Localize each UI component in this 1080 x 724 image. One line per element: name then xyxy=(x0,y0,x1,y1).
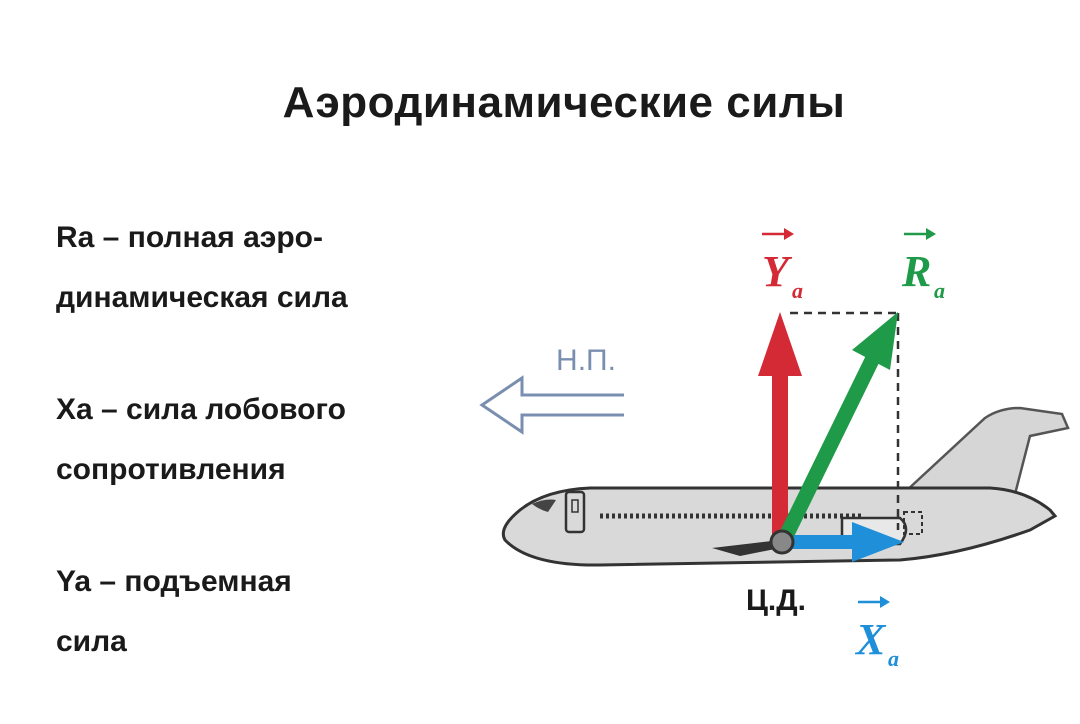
label-ya-letter: Y xyxy=(762,247,793,296)
legend-ra-line1: Ra – полная аэро- xyxy=(56,221,323,254)
label-ya: Y a xyxy=(762,228,803,303)
center-of-pressure-point xyxy=(769,529,795,555)
label-ya-sub: a xyxy=(792,278,803,303)
legend-ya-line1: Ya – подъемная xyxy=(56,565,292,598)
label-ra: R a xyxy=(901,228,945,303)
label-ra-sub: a xyxy=(934,278,945,303)
legend-ra-line2: динамическая сила xyxy=(56,281,348,314)
legend: Ra – полная аэро- динамическая сила Xa –… xyxy=(56,208,476,724)
vector-xa xyxy=(784,522,904,562)
label-xa-sub: a xyxy=(888,646,899,671)
label-xa-letter: X xyxy=(854,615,887,664)
flow-arrow xyxy=(479,375,624,435)
legend-item-ra: Ra – полная аэро- динамическая сила xyxy=(56,208,476,328)
legend-item-xa: Xa – сила лобового сопротивления xyxy=(56,380,476,500)
diagram-title: Аэродинамические силы xyxy=(282,78,846,127)
legend-xa-line1: Xa – сила лобового xyxy=(56,393,346,426)
label-xa: X a xyxy=(854,596,899,671)
force-diagram: Н.П. Ц.Д. xyxy=(479,228,1070,671)
legend-item-ya: Ya – подъемная сила xyxy=(56,552,476,672)
legend-xa-line2: сопротивления xyxy=(56,453,286,486)
vector-ya xyxy=(758,312,802,542)
center-of-pressure-label: Ц.Д. xyxy=(746,584,806,617)
label-ra-letter: R xyxy=(901,247,931,296)
flow-label: Н.П. xyxy=(556,344,616,377)
legend-ya-line2: сила xyxy=(56,625,127,658)
vector-ra xyxy=(777,312,898,544)
